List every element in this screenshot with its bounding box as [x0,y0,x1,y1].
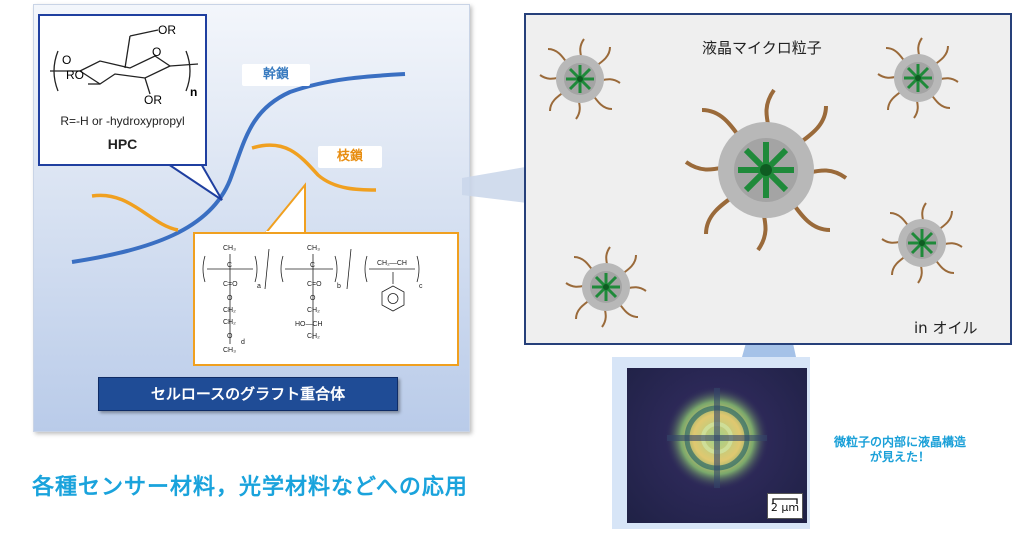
svg-text:C: C [310,262,315,269]
particle-small-1 [539,38,621,120]
r-definition: R=-H or -hydroxypropyl [60,114,185,128]
or-bottom-label: OR [144,93,162,107]
svg-text:C: C [227,262,232,269]
svg-text:C=O: C=O [307,281,322,288]
svg-text:HO—CH: HO—CH [295,321,323,328]
scale-bar-label: 2 μm [770,501,800,514]
branch-chain-left [91,193,179,232]
branch-chain-right [251,143,377,192]
particles-drawing [539,37,963,328]
hpc-name: HPC [107,136,138,152]
svg-text:CH₃: CH₃ [223,245,236,252]
svg-text:a: a [257,283,261,290]
svg-text:CH₂—CH: CH₂—CH [377,260,407,267]
in-oil-label: in オイル [914,319,978,337]
hpc-structure-box: OR O RO O OR n R=-H or -hydroxypropyl HP… [38,14,207,166]
svg-text:b: b [337,283,341,290]
svg-text:O: O [227,333,233,340]
lc-microparticle-panel: 液晶マイクロ粒子 in オイル [524,13,1012,345]
svg-text:C=O: C=O [223,281,238,288]
svg-text:CH₃: CH₃ [307,245,320,252]
graft-formula: CH₃ C C=O O CH₂ CH₂ O CH₃ a d CH₃ C C=O … [202,245,423,354]
or-top-label: OR [158,23,176,37]
graft-formula-box: CH₃ C C=O O CH₂ CH₂ O CH₃ a d CH₃ C C=O … [193,232,459,366]
svg-text:O: O [310,295,316,302]
repeat-n: n [190,85,197,99]
particle-small-4 [881,202,963,284]
lc-microparticle-title: 液晶マイクロ粒子 [702,39,822,57]
hpc-callout-tail [161,161,223,201]
svg-text:O: O [152,45,161,59]
particle-small-3 [565,246,647,328]
svg-text:d: d [241,339,245,346]
svg-text:CH₂: CH₂ [307,333,320,340]
svg-text:O: O [227,295,233,302]
svg-text:CH₃: CH₃ [223,347,236,354]
svg-text:CH₂: CH₂ [223,307,236,314]
branch-chain-label: 枝鎖 [318,146,382,168]
graft-callout-tail [262,182,306,235]
svg-text:CH₂: CH₂ [223,319,236,326]
observation-note: 微粒子の内部に液晶構造 が見えた！ [833,435,966,464]
scale-bar: 2 μm [767,493,803,519]
svg-text:CH₂: CH₂ [307,307,320,314]
ro-label: RO [66,68,84,82]
particle-small-2 [877,37,959,119]
graft-polymer-title: セルロースのグラフト重合体 [98,377,398,411]
main-chain-curve [71,72,406,264]
application-headline: 各種センサー材料，光学材料などへの応用 [32,475,468,500]
svg-text:O: O [62,53,71,67]
main-chain-label: 幹鎖 [242,64,310,86]
particle-large [684,88,848,252]
svg-text:c: c [419,283,423,290]
glucose-ring-structure: OR O RO O OR n [50,23,199,107]
birefringence-pattern [665,386,769,490]
polarized-micrograph [627,368,807,523]
